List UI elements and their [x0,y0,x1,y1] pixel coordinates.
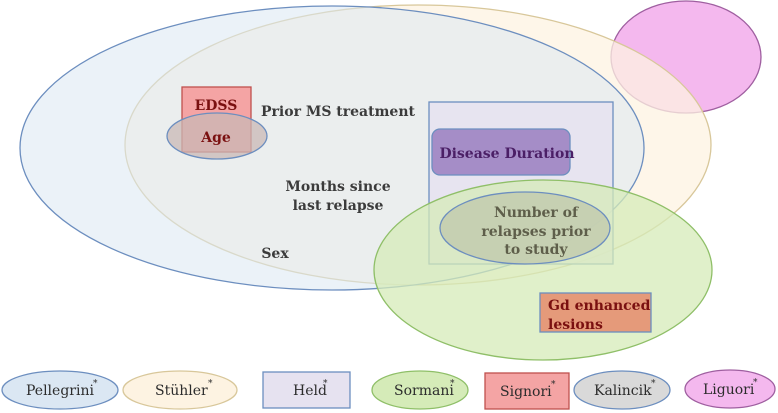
legend-item-pellegrini: Pellegrini * [1,370,119,410]
signori-gd-box [539,292,652,333]
legend-marker-pellegrini: * [93,379,98,389]
disease-duration-label: Disease Duration [439,146,574,162]
legend-item-stuhler: Stühler * [122,370,238,410]
legend-item-kalincik: Kalincik * [573,370,671,410]
sex-label: Sex [261,246,289,262]
legend-marker-kalincik: * [651,379,656,389]
legend-swatch-pellegrini [1,370,119,410]
legend-label-liguori: Liguori [703,382,755,398]
legend-marker-sormani: * [450,379,455,389]
legend-item-liguori: Liguori * [684,369,776,409]
legend-swatch-sormani [371,370,469,410]
months-since-relapse-label-line2: last relapse [293,198,384,214]
legend-label-signori: Signori [500,384,552,400]
legend-marker-held: * [323,379,328,389]
legend-swatch-stuhler [122,370,238,410]
legend-label-pellegrini: Pellegrini [26,383,94,399]
edss-label: EDSS [195,98,238,114]
relapses-label-line3: to study [504,242,568,258]
gd-label-line2: lesions [548,317,603,333]
legend-label-held: Held [293,383,327,399]
prior-ms-treatment-label: Prior MS treatment [261,104,415,120]
legend-item-held: Held * [262,371,351,409]
legend-marker-stuhler: * [208,379,213,389]
legend-label-kalincik: Kalincik [594,383,652,399]
legend-swatch-liguori [684,369,776,409]
disease-duration-box [431,128,571,176]
legend-item-signori: Signori * [484,372,570,410]
legend-swatch-signori [484,372,570,410]
legend-label-sormani: Sormani [394,383,454,399]
months-since-relapse-label-line1: Months since [285,179,390,195]
legend-marker-liguori: * [753,378,758,388]
relapses-label-line2: relapses prior [481,224,591,240]
legend: Pellegrini * Stühler * Held * Sormani * … [1,369,776,410]
legend-item-sormani: Sormani * [371,370,469,410]
gd-label-line1: Gd enhanced [548,298,651,314]
legend-label-stuhler: Stühler [155,383,208,399]
age-label: Age [200,130,231,146]
legend-swatch-kalincik [573,370,671,410]
kalincik-age-ellipse [166,112,268,160]
legend-marker-signori: * [551,380,556,390]
relapses-label-line1: Number of [494,205,579,221]
legend-swatch-held [262,371,351,409]
kalincik-set [439,191,611,265]
